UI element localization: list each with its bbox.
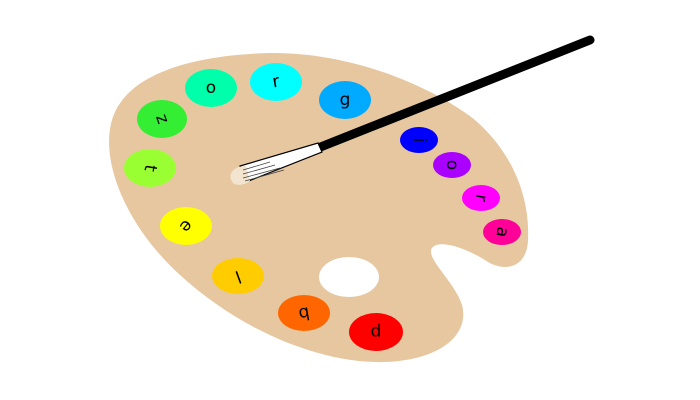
paint-blob-shape: [349, 313, 403, 351]
paint-blob-b: b: [278, 295, 330, 331]
paint-blob-t: t: [124, 149, 176, 187]
paint-blob-a: a: [483, 219, 521, 245]
paint-blob-shape: [400, 127, 438, 153]
paint-blob-r: r: [250, 63, 302, 101]
paint-blob-letter: g: [340, 90, 351, 110]
paint-blob-letter: o: [206, 78, 216, 98]
paint-blob-z: z: [137, 100, 187, 138]
paint-blob-letter: r: [271, 72, 281, 93]
paint-blob-letter: r: [471, 193, 492, 203]
paint-blob-letter: i: [409, 138, 429, 143]
brush-handle: [313, 35, 595, 153]
paint-blob-shape: [462, 185, 500, 211]
paint-blob-shape: [319, 81, 371, 119]
paint-blob-letter: l: [232, 266, 243, 286]
paint-blob-shape: [137, 100, 187, 138]
paint-blob-letter: a: [491, 225, 513, 239]
paint-blob-e: e: [160, 207, 212, 245]
paint-blob-l: l: [212, 258, 264, 294]
paint-blob-shape: [250, 63, 302, 101]
paint-blob-i: i: [400, 127, 438, 153]
paint-blob-letter: o: [442, 160, 462, 170]
paint-blob-shape: [433, 152, 471, 178]
paint-blob-g: g: [319, 81, 371, 119]
paint-blob-shape: [185, 69, 237, 107]
thumb-hole: [319, 257, 379, 297]
bristle-lines: [242, 161, 285, 182]
paint-blob-r2: r: [462, 185, 500, 211]
paint-blob-letter: p: [371, 322, 382, 342]
paint-blob-shape: [160, 207, 212, 245]
paintbrush: [230, 35, 595, 185]
paint-blob-shape: [278, 295, 330, 331]
paint-blob-o: o: [185, 69, 237, 107]
paint-blob-shape: [483, 219, 521, 245]
paint-blob-letter: b: [297, 302, 311, 324]
paint-blob-p: p: [349, 313, 403, 351]
paint-blob-o2: o: [433, 152, 471, 178]
paint-blob-letter: t: [140, 163, 161, 173]
paint-blob-shape: [124, 149, 176, 187]
brush-bristles: [230, 166, 250, 185]
paint-blob-shape: [212, 258, 264, 294]
